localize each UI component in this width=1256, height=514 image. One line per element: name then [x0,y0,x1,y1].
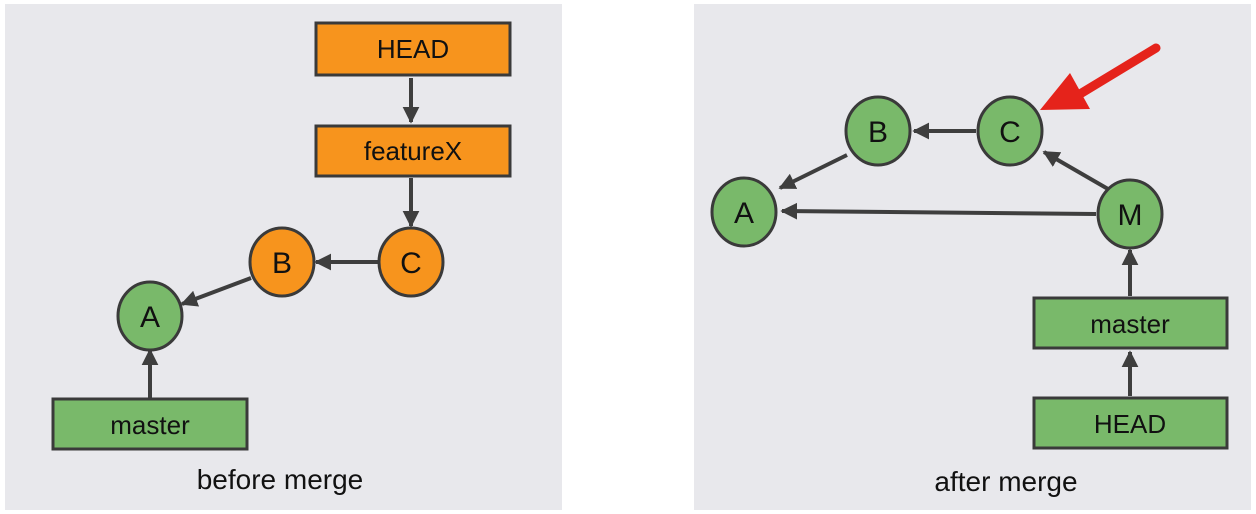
after-commit-m-label: M [1118,199,1143,232]
before-commit-a [116,280,184,352]
after-master-label: master [1090,309,1170,339]
after-master-box [1032,296,1229,350]
before-commit-b [248,226,316,298]
before-commit-a-label: A [140,301,160,334]
edge-m-to-c [1042,150,1110,191]
before-head-box [314,21,512,77]
before-commit-b-label: B [272,247,292,280]
edge-b-to-a-after [778,153,848,190]
before-commit-c-label: C [400,247,422,280]
after-commit-a-label: A [734,197,754,230]
highlight-arrow [1040,43,1161,110]
after-commit-b [844,95,912,167]
after-head-box [1032,396,1229,450]
after-commit-a [710,176,778,248]
after-head-label: HEAD [1094,409,1166,439]
before-featurex-box [314,124,512,178]
after-merge-diagram: master HEAD B C A M after merge [710,43,1229,497]
before-master-box [51,397,249,451]
after-commit-m [1096,178,1164,250]
edge-m-to-a [780,202,1097,220]
after-merge-caption: after merge [934,466,1077,497]
after-commit-c-label: C [999,116,1021,149]
before-head-label: HEAD [377,34,449,64]
after-commit-b-label: B [868,116,888,149]
before-featurex-label: featureX [364,136,462,166]
before-master-label: master [110,410,190,440]
after-commit-c [976,95,1044,167]
edge-b-to-a [180,276,252,307]
before-merge-diagram: HEAD featureX master C B A before merge [51,21,512,495]
before-merge-caption: before merge [197,464,364,495]
before-commit-c [377,226,445,298]
